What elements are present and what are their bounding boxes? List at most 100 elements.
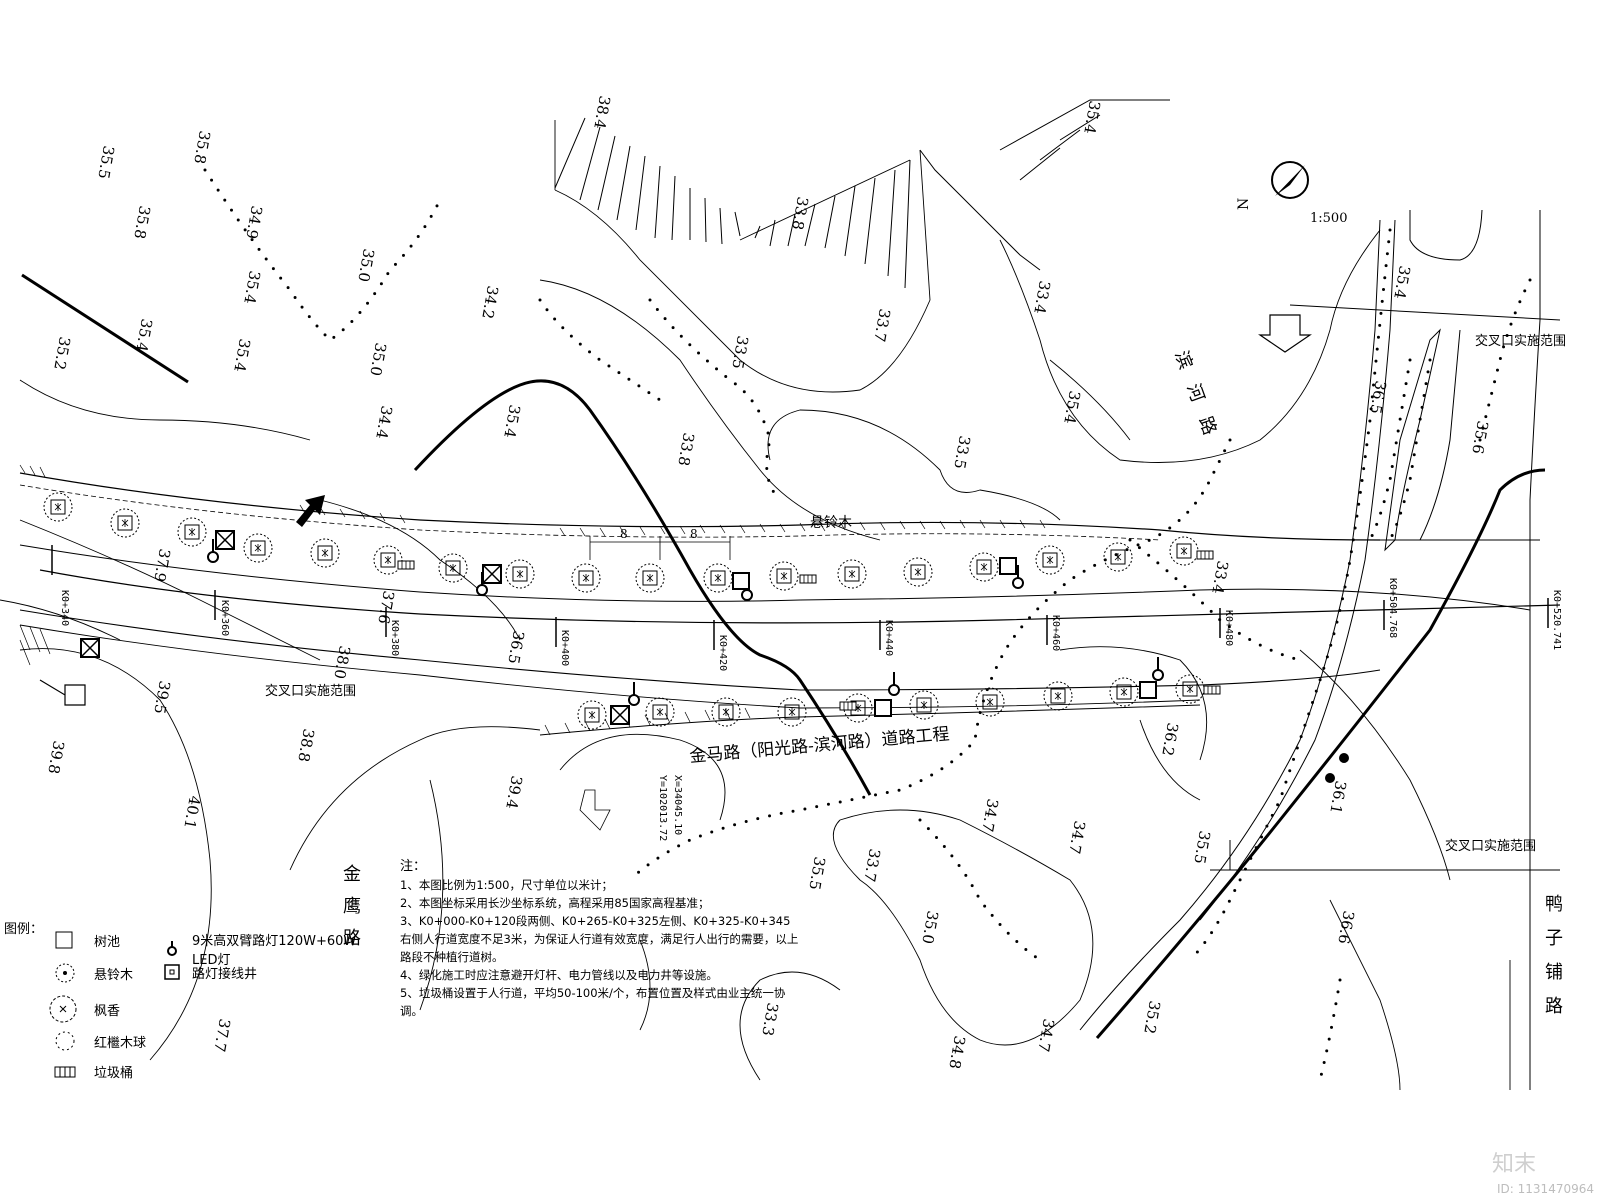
road-name-yazipu-2: 子 xyxy=(1545,928,1563,949)
elevation-label: 33.4 xyxy=(1030,279,1054,315)
project-title: 金马路（阳光路-滨河路）道路工程 xyxy=(689,724,951,767)
elevation-label: 35.2 xyxy=(50,335,74,371)
dimension-line xyxy=(589,536,731,560)
dim-label-2: 8 xyxy=(690,527,698,541)
street-lamp-icon xyxy=(167,941,177,956)
intersection-label-bottom-right: 交叉口实施范围 xyxy=(1445,838,1536,854)
legend-item: 9米高双臂路灯120W+60W LED灯 xyxy=(162,930,384,968)
chainage-ticks xyxy=(51,545,1549,650)
road-name-yazipu-1: 鸭 xyxy=(1545,894,1563,915)
elevation-label: 34.8 xyxy=(945,1034,969,1070)
elevation-label: 35.2 xyxy=(1140,999,1164,1035)
elevation-label: 35.0 xyxy=(366,341,390,377)
elevation-label: 34.2 xyxy=(478,284,502,320)
elevation-label: 35.4 xyxy=(1060,389,1084,425)
pipeline-lines xyxy=(21,273,1546,1039)
elevation-label: 40.1 xyxy=(180,794,204,830)
intersection-label-left: 交叉口实施范围 xyxy=(265,683,356,699)
elevation-label: 37.7 xyxy=(210,1017,234,1053)
contour-lines xyxy=(0,120,1511,1091)
chainage-label: K0+420 xyxy=(717,635,728,671)
elevation-label: 33.5 xyxy=(728,334,752,370)
elevation-label: 35.5 xyxy=(805,855,829,891)
elevation-label: 35.0 xyxy=(918,909,942,945)
elevation-label: 38.4 xyxy=(590,94,614,130)
road-name-yazipu-4: 路 xyxy=(1545,996,1563,1017)
elevation-label: 35.5 xyxy=(94,144,118,180)
elevation-label: 33.5 xyxy=(950,434,974,470)
north-arrow xyxy=(1271,161,1309,199)
elevation-label: 35.6 xyxy=(1468,419,1492,455)
note-item: 3、K0+000-K0+120段两侧、K0+265-K0+325左侧、K0+32… xyxy=(400,914,799,964)
chainage-label: K0+504.768 xyxy=(1387,578,1398,638)
direction-arrows xyxy=(39,314,1312,831)
elevation-label: 36.5 xyxy=(504,629,528,665)
elevation-label: 36.2 xyxy=(1158,721,1182,757)
road-name-hebin-1: 滨 xyxy=(1170,348,1196,372)
elevation-label: 35.8 xyxy=(130,204,154,240)
chainage-label: K0+340 xyxy=(59,590,70,626)
legend-item: 垃圾桶 xyxy=(54,1062,133,1081)
legend-item: 红檵木球 xyxy=(54,1030,146,1052)
legend-label: 红檵木球 xyxy=(94,1035,147,1051)
elevation-label: 33.8 xyxy=(674,431,698,467)
note-item: 4、绿化施工时应注意避开灯杆、电力管线以及电力井等设施。 xyxy=(400,968,718,982)
chainage-label: K0+480 xyxy=(1223,610,1234,646)
road-name-yazipu-3: 铺 xyxy=(1545,962,1563,983)
street-furniture xyxy=(80,530,1349,783)
road-name-jinying-2: 鹰 xyxy=(343,896,361,917)
elevation-label: 35.4 xyxy=(1390,264,1414,300)
elevation-label: 36.1 xyxy=(1326,779,1350,815)
watermark-logo: 知末 xyxy=(1491,1152,1536,1177)
elevation-label: 38.0 xyxy=(330,644,354,680)
chainage-label: K0+360 xyxy=(219,600,230,636)
legend-item: 悬铃木 xyxy=(54,962,133,984)
elevation-label: 33.3 xyxy=(758,1001,782,1037)
elevation-label: 39.5 xyxy=(150,679,174,715)
watermark-id: ID: 1131470964 xyxy=(1497,1182,1594,1196)
chainage-label: K0+520.741 xyxy=(1551,590,1562,650)
note-item: 1、本图比例为1:500，尺寸单位以米计； xyxy=(400,878,613,892)
plane-tree-callout: 悬铃木 xyxy=(810,515,852,531)
note-item: 5、垃圾桶设置于人行道，平均50-100米/个，布置位置及样式由业主统一协调。 xyxy=(400,986,786,1018)
legend: 图例： 树池 悬铃木 枫香 红檵木球 垃圾桶 9米高双臂路灯120W+60W L… xyxy=(4,918,384,1103)
drawing-notes: 注： 1、本图比例为1:500，尺寸单位以米计； 2、本图坐标采用长沙坐标系统，… xyxy=(400,858,800,1020)
legend-label: 垃圾桶 xyxy=(94,1066,134,1081)
bold-arrow xyxy=(296,495,325,527)
legend-label: 悬铃木 xyxy=(94,967,134,983)
note-item: 2、本图坐标采用长沙坐标系统，高程采用85国家高程基准； xyxy=(400,896,710,910)
elevation-label: 36.6 xyxy=(1334,909,1358,945)
elevation-label: 35.0 xyxy=(354,247,378,283)
junction-well-icon xyxy=(164,964,180,980)
chainage-label: K0+460 xyxy=(1050,615,1061,651)
legend-item: 路灯接线井 xyxy=(162,962,257,982)
elevation-label: 33.7 xyxy=(870,307,894,343)
legend-label: 路灯接线井 xyxy=(192,966,258,982)
elevation-label: 34.7 xyxy=(1065,819,1089,855)
elevation-label: 33.8 xyxy=(788,195,812,231)
chainage-label: K0+400 xyxy=(559,630,570,666)
square-icon xyxy=(55,931,73,949)
road-name-hebin-3: 路 xyxy=(1194,414,1220,438)
road-name-hebin-2: 河 xyxy=(1182,381,1208,405)
sweetgum-icon xyxy=(49,995,77,1023)
elevation-label: 35.5 xyxy=(1190,829,1214,865)
notes-heading: 注： xyxy=(400,859,427,874)
elevation-label: 39.4 xyxy=(502,774,526,810)
legend-label: 树池 xyxy=(94,934,121,950)
elevation-label: 35.4 xyxy=(1080,99,1104,135)
elevation-label: 34.9 xyxy=(242,204,266,240)
road-edges xyxy=(19,472,1561,736)
coordinate-x: X=34045.10 xyxy=(672,775,683,835)
scale-label: 1:500 xyxy=(1310,211,1347,226)
road-name-jinying-1: 金 xyxy=(343,864,361,885)
embankment-hatch-upper xyxy=(554,99,1170,289)
chainage-label: K0+440 xyxy=(883,620,894,656)
legend-label: 9米高双臂路灯120W+60W LED灯 xyxy=(192,934,357,968)
elevation-label: 33.7 xyxy=(860,847,884,883)
dim-label-1: 8 xyxy=(620,527,628,541)
legend-item: 枫香 xyxy=(48,994,120,1024)
legend-label: 枫香 xyxy=(94,1003,121,1019)
coordinate-y: Y=102013.72 xyxy=(657,775,668,841)
